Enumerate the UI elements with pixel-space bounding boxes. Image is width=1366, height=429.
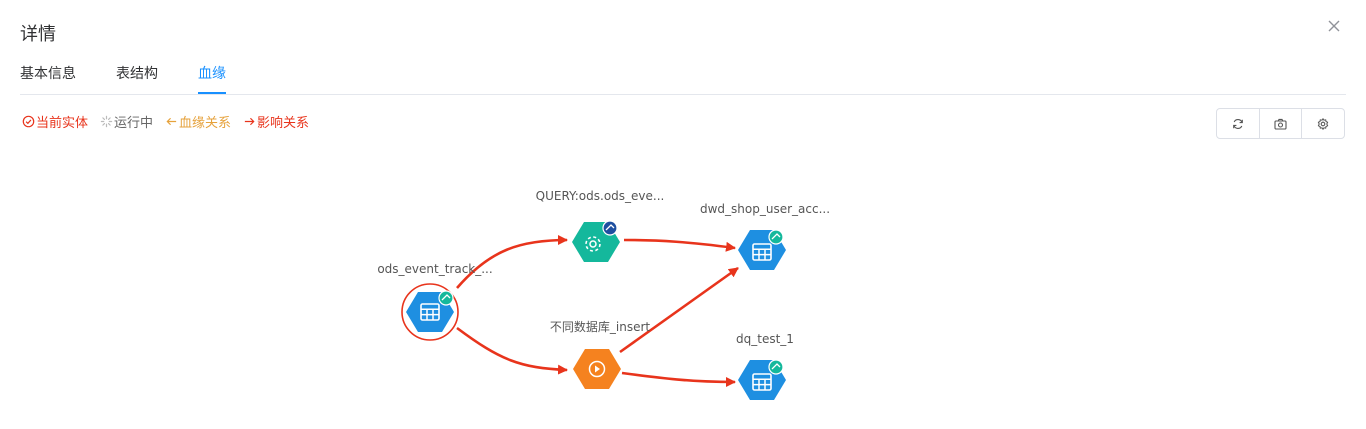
status-badge — [768, 359, 784, 375]
legend-label: 影响关系 — [257, 116, 310, 131]
edge-n3-n4 — [619, 266, 739, 354]
refresh-button[interactable] — [1217, 109, 1259, 138]
play-icon — [588, 360, 606, 378]
legend: 当前实体 运行中 血缘关系 影响关系 — [22, 112, 321, 131]
status-badge — [602, 220, 618, 236]
edge-n3-n5 — [621, 371, 736, 387]
arrow-right-icon — [244, 117, 255, 126]
current-entity-ring — [401, 283, 459, 341]
active-tab-indicator — [198, 92, 226, 94]
tab-basic-info[interactable]: 基本信息 — [20, 64, 76, 93]
gear-icon — [1317, 117, 1329, 130]
node-label: ods_event_track_... — [377, 262, 492, 276]
tab-table-structure[interactable]: 表结构 — [116, 64, 158, 93]
tab-label: 血缘 — [198, 66, 226, 82]
gear-icon — [585, 236, 601, 252]
legend-label: 运行中 — [114, 116, 154, 131]
refresh-icon — [1232, 118, 1243, 129]
legend-lineage-relation: 血缘关系 — [165, 112, 231, 131]
badge-icon — [771, 233, 781, 240]
badge-icon — [441, 294, 451, 301]
legend-label: 当前实体 — [36, 116, 89, 131]
node-dwd-shop-user[interactable]: dwd_shop_user_acc... — [700, 202, 830, 270]
tab-bar: 基本信息 表结构 血缘 — [20, 64, 1346, 95]
node-label: dwd_shop_user_acc... — [700, 202, 830, 216]
node-ods-event-track[interactable]: ods_event_track_... — [377, 262, 493, 341]
settings-button[interactable] — [1301, 109, 1344, 138]
tab-lineage[interactable]: 血缘 — [198, 64, 226, 94]
badge-icon — [605, 224, 615, 231]
status-badge — [768, 229, 784, 245]
legend-current-entity: 当前实体 — [22, 112, 88, 131]
dialog-title: 详情 — [20, 24, 56, 45]
node-insert-process[interactable]: 不同数据库_insert — [550, 319, 651, 389]
check-circle-icon — [22, 115, 35, 128]
edge-n1-n2 — [456, 235, 568, 289]
arrow-left-icon — [166, 117, 177, 126]
camera-icon — [1274, 118, 1287, 130]
tab-label: 表结构 — [116, 66, 158, 82]
graph-toolbar — [1216, 108, 1345, 139]
node-dq-test-1[interactable]: dq_test_1 — [736, 332, 794, 400]
close-button[interactable] — [1324, 16, 1344, 36]
legend-running: 运行中 — [100, 112, 153, 131]
node-label: dq_test_1 — [736, 332, 794, 346]
edge-n1-n3 — [456, 326, 568, 375]
badge-icon — [771, 363, 781, 370]
screenshot-button[interactable] — [1258, 109, 1302, 138]
node-label: 不同数据库_insert — [550, 319, 651, 334]
node-label: QUERY:ods.ods_eve... — [536, 189, 665, 203]
node-query-ods[interactable]: QUERY:ods.ods_eve... — [536, 189, 665, 262]
legend-label: 血缘关系 — [179, 116, 232, 131]
spinner-icon — [100, 115, 113, 128]
legend-impact-relation: 影响关系 — [243, 112, 309, 131]
status-badge — [438, 290, 454, 306]
tab-label: 基本信息 — [20, 66, 76, 82]
edge-n2-n4 — [623, 238, 736, 252]
close-icon — [1328, 20, 1340, 32]
